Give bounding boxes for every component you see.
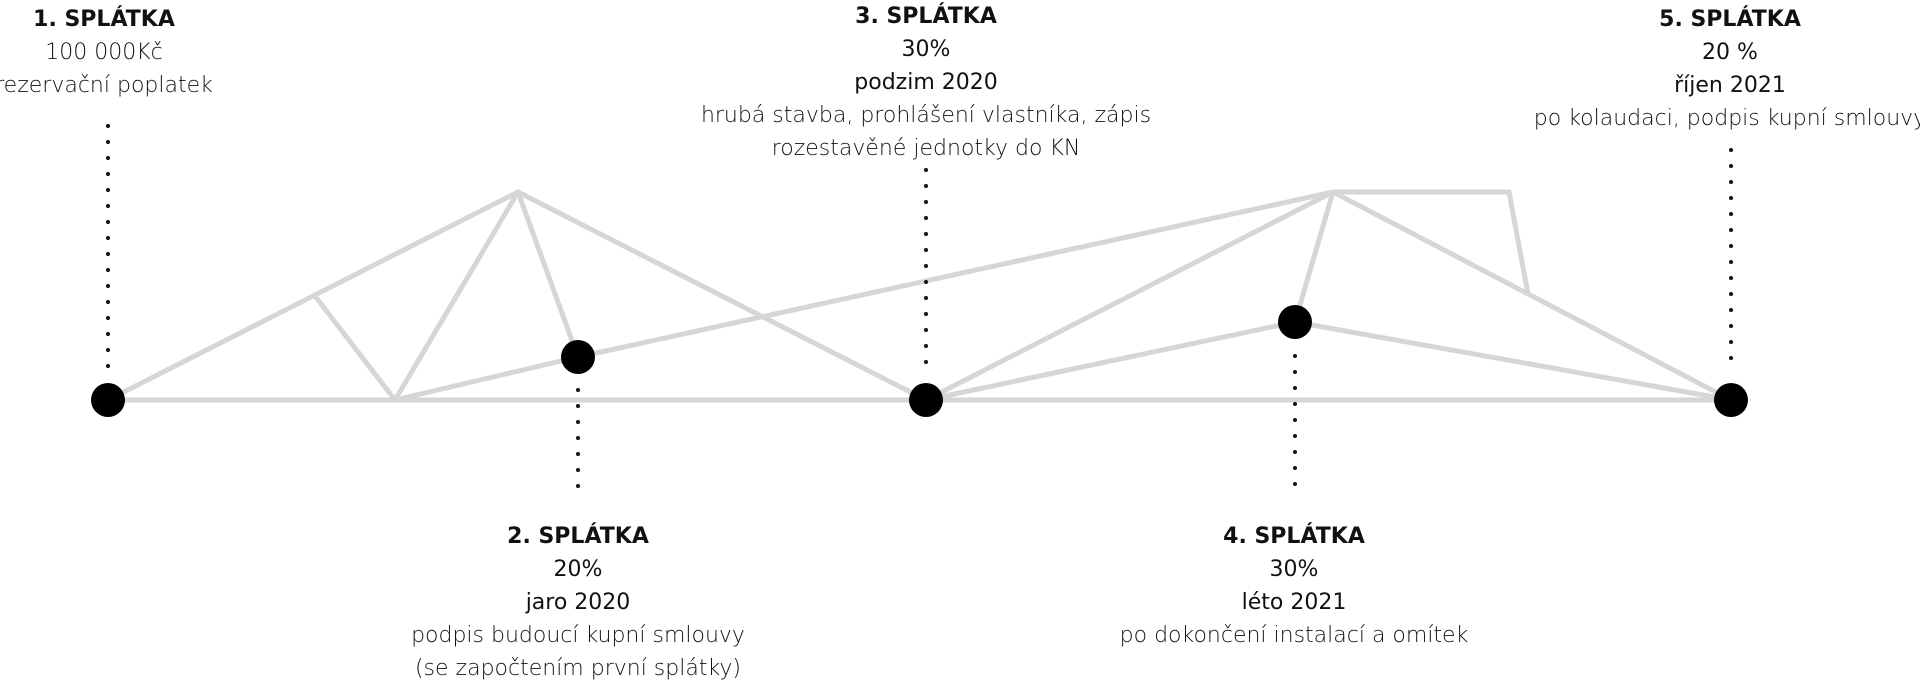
installment-period: jaro 2020 [525, 590, 631, 615]
truss-member [1292, 319, 1734, 403]
installment-title: 2. SPLÁTKA [507, 524, 649, 549]
truss-member [515, 189, 581, 360]
node-3 [909, 383, 943, 417]
installment-5-label: 5. SPLÁTKA 20 % říjen 2021 po kolaudaci,… [1490, 3, 1920, 135]
installment-description-line: rezervační poplatek [0, 73, 213, 98]
node-1 [91, 383, 125, 417]
installment-title: 5. SPLÁTKA [1659, 7, 1801, 32]
installment-amount: 20 % [1702, 40, 1758, 65]
node-5 [1714, 383, 1748, 417]
truss-member [1292, 189, 1336, 325]
installment-amount: 30% [1269, 557, 1319, 582]
installment-amount: 30% [901, 37, 951, 62]
installment-description-line: hrubá stavba, prohlášení vlastníka, zápi… [700, 103, 1152, 128]
installment-period: léto 2021 [1241, 590, 1347, 615]
installment-3-label: 3. SPLÁTKA 30% podzim 2020 hrubá stavba,… [686, 0, 1166, 165]
truss-member [515, 189, 929, 403]
installment-amount: 20% [553, 557, 603, 582]
truss-member [1506, 189, 1531, 297]
installment-nodes [91, 305, 1748, 417]
installment-description-line: (se započtením první splátky) [414, 656, 742, 681]
truss-member [1330, 189, 1734, 403]
installment-title: 4. SPLÁTKA [1223, 524, 1365, 549]
truss-member [923, 319, 1298, 403]
truss-member [312, 293, 398, 403]
dotted-leader-lines [106, 124, 1733, 504]
truss-member [392, 189, 521, 403]
truss-member [923, 189, 1336, 403]
installment-title: 1. SPLÁTKA [33, 7, 175, 32]
installment-title: 3. SPLÁTKA [855, 4, 997, 29]
installment-description-line: po dokončení instalací a omítek [1119, 623, 1469, 648]
truss-member [392, 354, 581, 403]
installment-description-line: podpis budoucí kupní smlouvy [411, 623, 745, 648]
installment-1-label: 1. SPLÁTKA 100 000Kč rezervační poplatek [0, 3, 344, 102]
installment-description-line: rozestavěné jednotky do KN [771, 136, 1081, 161]
installment-2-label: 2. SPLÁTKA 20% jaro 2020 podpis budoucí … [338, 520, 818, 685]
truss-member [575, 189, 1336, 360]
installment-amount: 100 000Kč [45, 40, 163, 65]
installment-4-label: 4. SPLÁTKA 30% léto 2021 po dokončení in… [1054, 520, 1534, 652]
truss-lines [105, 189, 1734, 403]
node-2 [561, 340, 595, 374]
installment-period: podzim 2020 [854, 70, 998, 95]
installment-description-line: po kolaudaci, podpis kupní smlouvy [1533, 106, 1920, 131]
installment-period: říjen 2021 [1674, 73, 1786, 98]
node-4 [1278, 305, 1312, 339]
